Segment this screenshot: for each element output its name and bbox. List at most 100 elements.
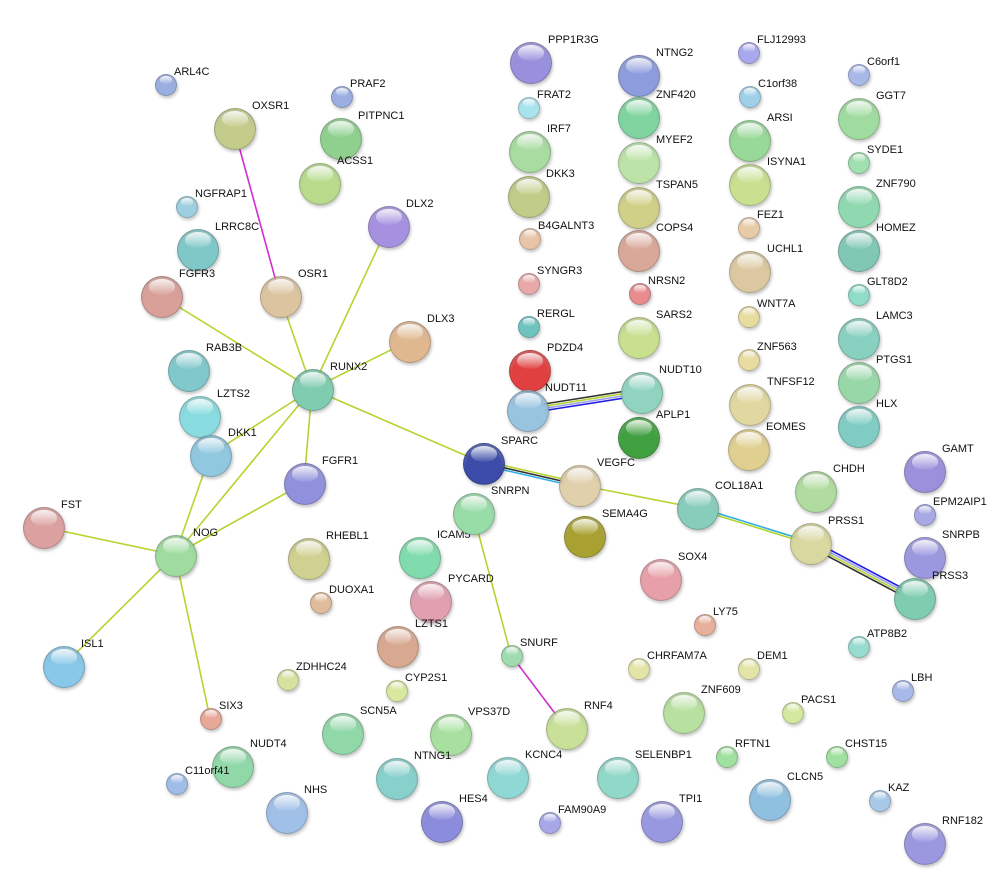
node-col18a1[interactable] [677,488,719,530]
node-label[interactable]: GGT7 [876,90,906,102]
node-rnf182[interactable] [904,823,946,865]
node-ptgs1[interactable] [838,362,880,404]
node-fst[interactable] [23,507,65,549]
node-isyna1[interactable] [729,164,771,206]
node-label[interactable]: ISYNA1 [767,156,807,168]
node-label[interactable]: SELENBP1 [635,749,692,761]
node-rhebl1[interactable] [288,538,330,580]
node-label[interactable]: DLX2 [406,198,434,210]
node-rab3b[interactable] [168,350,210,392]
node-label[interactable]: SARS2 [656,309,693,321]
node-duoxa1[interactable] [310,592,332,614]
edge-nog-six3[interactable] [174,554,211,719]
node-label[interactable]: FEZ1 [757,209,784,221]
node-label[interactable]: OSR1 [298,268,328,280]
node-label[interactable]: ZNF420 [656,89,696,101]
node-ppp1r3g[interactable] [510,42,552,84]
node-uchl1[interactable] [729,251,771,293]
node-prss3[interactable] [894,578,936,620]
node-ntng1[interactable] [376,758,418,800]
node-label[interactable]: TPI1 [679,793,703,805]
node-atp8b2[interactable] [848,636,870,658]
node-label[interactable]: MYEF2 [656,134,693,146]
node-pdzd4[interactable] [509,350,551,392]
node-b4galnt3[interactable] [519,228,541,250]
node-label[interactable]: SNRPN [491,485,530,497]
node-wnt7a[interactable] [738,306,760,328]
node-label[interactable]: LBH [911,672,933,684]
node-label[interactable]: C1orf38 [758,78,798,90]
node-label[interactable]: WNT7A [757,298,796,310]
node-osr1[interactable] [260,276,302,318]
node-label[interactable]: ZNF609 [701,684,741,696]
edge-runx2-nog[interactable] [174,388,313,556]
node-gamt[interactable] [904,451,946,493]
node-label[interactable]: FAM90A9 [558,804,607,816]
node-label[interactable]: ZNF790 [876,178,916,190]
node-lzts1[interactable] [377,626,419,668]
node-label[interactable]: NUDT11 [545,382,587,394]
node-glt8d2[interactable] [848,284,870,306]
node-rftn1[interactable] [716,746,738,768]
node-label[interactable]: PRAF2 [350,78,386,90]
edge-dlx2-runx2[interactable] [311,225,389,390]
node-label[interactable]: PACS1 [801,694,837,706]
node-fez1[interactable] [738,217,760,239]
node-label[interactable]: LY75 [713,606,738,618]
node-homez[interactable] [838,230,880,272]
edge-nog-fgfr1[interactable] [174,482,305,556]
node-icam5[interactable] [399,537,441,579]
node-label[interactable]: ZDHHC24 [296,661,347,673]
node-oxsr1[interactable] [214,108,256,150]
node-label[interactable]: DKK1 [228,427,257,439]
node-label[interactable]: SYNGR3 [537,265,583,277]
node-label[interactable]: LZTS2 [217,388,251,400]
node-label[interactable]: SCN5A [360,705,397,717]
node-pycard[interactable] [410,581,452,623]
node-label[interactable]: SIX3 [219,700,243,712]
node-ngfrap1[interactable] [176,196,198,218]
node-label[interactable]: RNF182 [942,815,983,827]
node-label[interactable]: PYCARD [448,573,494,585]
node-label[interactable]: EPM2AIP1 [933,496,987,508]
node-nudt10[interactable] [621,372,663,414]
node-label[interactable]: CHRFAM7A [647,650,707,662]
node-label[interactable]: B4GALNT3 [538,220,595,232]
node-tpi1[interactable] [641,801,683,843]
node-c6orf1[interactable] [848,64,870,86]
node-nog[interactable] [155,535,197,577]
node-label[interactable]: UCHL1 [767,243,804,255]
node-label[interactable]: ZNF563 [757,341,797,353]
node-label[interactable]: ATP8B2 [867,628,908,640]
node-label[interactable]: HOMEZ [876,222,916,234]
node-sars2[interactable] [618,317,660,359]
node-label[interactable]: SYDE1 [867,144,904,156]
node-acss1[interactable] [299,163,341,205]
node-vps37d[interactable] [430,714,472,756]
node-label[interactable]: ISL1 [81,638,104,650]
node-label[interactable]: FGFR3 [179,268,216,280]
edge-snrpn-snurf[interactable] [472,512,512,656]
node-label[interactable]: IRF7 [547,123,571,135]
node-aplp1[interactable] [618,417,660,459]
node-sema4g[interactable] [564,516,606,558]
node-c1orf38[interactable] [739,86,761,108]
node-label[interactable]: PTGS1 [876,354,913,366]
node-nrsn2[interactable] [629,283,651,305]
node-label[interactable]: TSPAN5 [656,179,698,191]
node-label[interactable]: SNRPB [942,529,980,541]
node-label[interactable]: PPP1R3G [548,34,599,46]
node-label[interactable]: APLP1 [656,409,691,421]
node-label[interactable]: KCNC4 [525,749,563,761]
node-kaz[interactable] [869,790,891,812]
node-fgfr1[interactable] [284,463,326,505]
node-label[interactable]: RHEBL1 [326,530,369,542]
node-label[interactable]: ACSS1 [337,155,374,167]
node-flj12993[interactable] [738,42,760,64]
node-ggt7[interactable] [838,98,880,140]
node-label[interactable]: HES4 [459,793,488,805]
node-frat2[interactable] [518,97,540,119]
node-label[interactable]: CLCN5 [787,771,824,783]
node-runx2[interactable] [292,369,334,411]
